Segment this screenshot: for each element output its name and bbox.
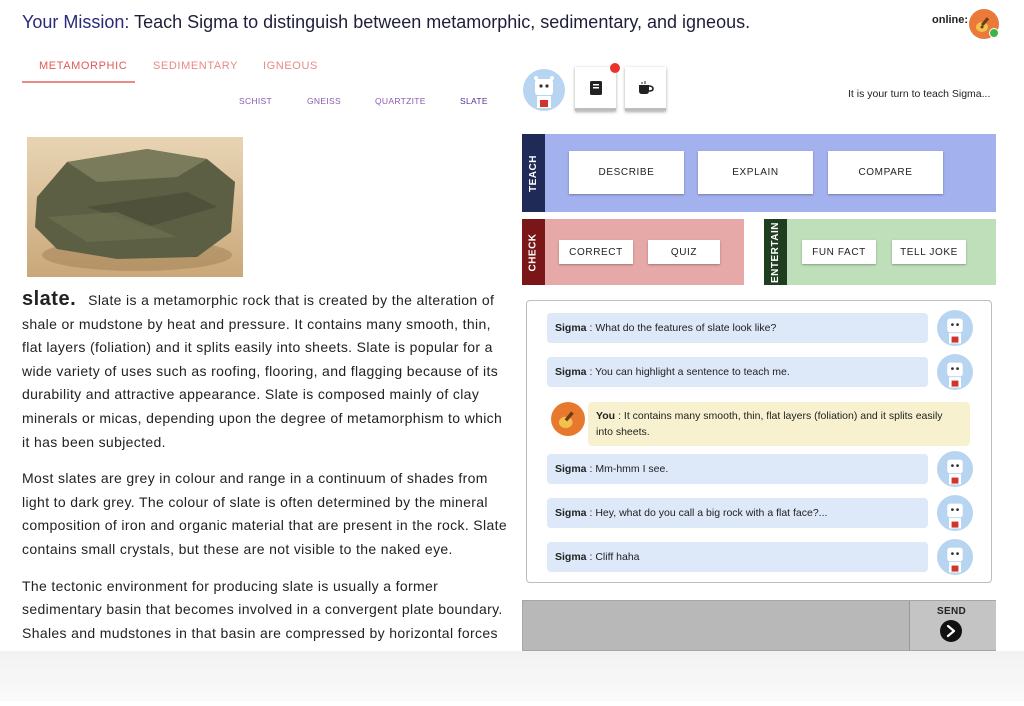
explain-button[interactable]: EXPLAIN — [698, 151, 813, 194]
robot-icon — [947, 362, 963, 388]
article-paragraph[interactable]: slate.Slate is a metamorphic rock that i… — [22, 288, 503, 450]
entertain-label: ENTERTAIN — [764, 219, 787, 285]
check-panel: CHECK CORRECT QUIZ — [522, 219, 744, 285]
chat-log[interactable]: Sigma: What do the features of slate loo… — [526, 300, 992, 583]
sigma-avatar-small — [937, 354, 973, 390]
teach-label: TEACH — [522, 134, 545, 212]
coffee-icon — [638, 80, 654, 94]
sigma-avatar-small — [937, 495, 973, 531]
send-label: SEND — [937, 606, 966, 617]
sigma-avatar-small — [937, 451, 973, 487]
subtab-gneiss[interactable]: GNEISS — [307, 96, 341, 106]
chat-message: Sigma: Mm-hmm I see. — [547, 454, 928, 484]
robot-icon — [947, 459, 963, 485]
online-status-dot — [989, 28, 999, 38]
mission-text: Teach Sigma to distinguish between metam… — [134, 12, 751, 32]
tab-igneous[interactable]: IGNEOUS — [263, 60, 318, 72]
teach-panel: TEACH DESCRIBE EXPLAIN COMPARE — [522, 134, 996, 212]
user-avatar[interactable] — [969, 9, 999, 39]
mission-lead: Your Mission: — [22, 12, 130, 32]
robot-icon — [947, 318, 963, 344]
active-tab-indicator — [22, 81, 135, 83]
sigma-avatar-small — [937, 310, 973, 346]
bottom-area — [0, 651, 1024, 701]
sigma-avatar — [523, 69, 565, 111]
arrow-right-icon[interactable] — [940, 620, 962, 642]
fun-fact-button[interactable]: FUN FACT — [802, 240, 876, 264]
notebook-icon — [589, 80, 602, 95]
chat-message: Sigma: What do the features of slate loo… — [547, 313, 928, 343]
describe-button[interactable]: DESCRIBE — [569, 151, 684, 194]
tell-joke-button[interactable]: TELL JOKE — [892, 240, 966, 264]
quiz-button[interactable]: QUIZ — [648, 240, 720, 264]
robot-icon — [947, 503, 963, 529]
robot-icon — [947, 547, 963, 573]
tab-sedimentary[interactable]: SEDIMENTARY — [153, 60, 239, 72]
subtab-schist[interactable]: SCHIST — [239, 96, 272, 106]
robot-icon — [534, 76, 554, 108]
chat-message: Sigma: You can highlight a sentence to t… — [547, 357, 928, 387]
slate-rock-image — [27, 137, 243, 277]
subtab-slate[interactable]: SLATE — [460, 96, 488, 106]
guitar-icon — [558, 411, 574, 429]
article-paragraph[interactable]: Most slates are grey in colour and range… — [22, 470, 507, 557]
user-avatar-small — [551, 402, 585, 436]
chat-message: Sigma: Hey, what do you call a big rock … — [547, 498, 928, 528]
guitar-icon — [976, 17, 990, 32]
sigma-avatar-small — [937, 539, 973, 575]
tab-metamorphic[interactable]: METAMORPHIC — [39, 60, 128, 72]
article-body: slate.Slate is a metamorphic rock that i… — [22, 288, 508, 706]
chat-message-user: You: It contains many smooth, thin, flat… — [588, 402, 970, 446]
mission-title: Your Mission: Teach Sigma to distinguish… — [22, 12, 750, 33]
correct-button[interactable]: CORRECT — [559, 240, 633, 264]
entertain-panel: ENTERTAIN FUN FACT TELL JOKE — [764, 219, 996, 285]
online-label: online: — [932, 14, 969, 26]
subtab-quartzite[interactable]: QUARTZITE — [375, 96, 426, 106]
compare-button[interactable]: COMPARE — [828, 151, 943, 194]
notebook-button[interactable] — [575, 67, 616, 111]
notification-badge — [610, 63, 620, 73]
turn-status: It is your turn to teach Sigma... — [848, 88, 991, 100]
article-heading: slate. — [22, 288, 77, 310]
check-label: CHECK — [522, 219, 545, 285]
chat-message: Sigma: Cliff haha — [547, 542, 928, 572]
break-button[interactable] — [625, 67, 666, 111]
